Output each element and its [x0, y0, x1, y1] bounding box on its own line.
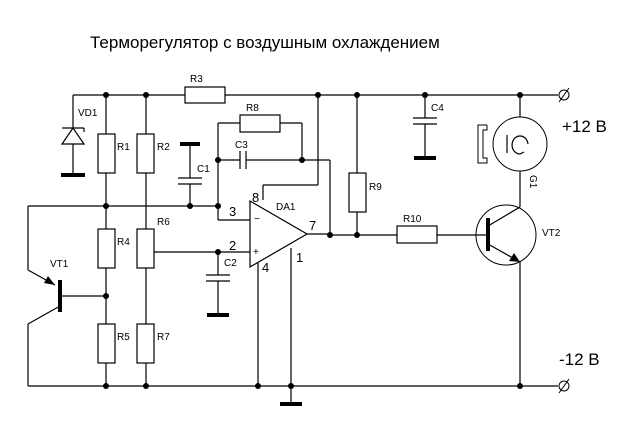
- negative-terminal-icon: [558, 378, 570, 394]
- positive-supply-label: +12 В: [562, 117, 607, 136]
- resistor-r9: [348, 172, 367, 213]
- label-r3: R3: [190, 74, 203, 85]
- pin-3: 3: [229, 204, 236, 219]
- resistor-r10: [396, 225, 438, 244]
- pin-8: 8: [252, 190, 259, 205]
- transistor-vt1: [27, 269, 106, 386]
- label-vt2: VT2: [542, 228, 561, 239]
- label-r9: R9: [369, 182, 382, 193]
- label-c4: C4: [431, 103, 444, 114]
- label-r4: R4: [117, 237, 130, 248]
- resistor-r1: [97, 133, 116, 174]
- label-r6: R6: [157, 217, 170, 228]
- resistor-column-2: [136, 95, 218, 386]
- label-r10: R10: [403, 214, 422, 225]
- label-r1: R1: [117, 142, 130, 153]
- label-r2: R2: [157, 142, 170, 153]
- diode-vd1: [60, 95, 86, 177]
- positive-terminal-icon: [558, 87, 570, 103]
- transistor-vt2: [475, 195, 537, 386]
- label-r8: R8: [246, 103, 259, 114]
- pin-2: 2: [229, 238, 236, 253]
- resistor-r4: [97, 228, 116, 269]
- plus-sign: +: [253, 247, 259, 258]
- pin-1: 1: [296, 250, 303, 265]
- label-vt1: VT1: [50, 259, 69, 270]
- junction-dots: [103, 92, 523, 389]
- resistor-r9-branch: [348, 95, 367, 235]
- label-c3: C3: [235, 140, 248, 151]
- capacitor-c1: [178, 142, 202, 206]
- resistor-r3: [184, 86, 226, 104]
- opamp-da1: [249, 199, 330, 386]
- resistor-r2: [136, 133, 155, 174]
- label-r5: R5: [117, 332, 130, 343]
- pin-4: 4: [262, 260, 269, 275]
- resistor-r8: [239, 114, 281, 133]
- label-r7: R7: [157, 332, 170, 343]
- label-c2: C2: [224, 258, 237, 269]
- capacitor-c2: [206, 251, 250, 317]
- minus-sign: −: [254, 214, 260, 225]
- resistor-column-1: [97, 95, 116, 386]
- label-vd1: VD1: [78, 108, 98, 119]
- fan-motor-icon: [477, 95, 548, 195]
- label-c1: C1: [197, 164, 210, 175]
- capacitor-c4: [413, 95, 437, 160]
- negative-supply-label: -12 В: [559, 350, 600, 369]
- diagram-title: Терморегулятор с воздушным охлаждением: [90, 33, 440, 52]
- label-da1: DA1: [276, 202, 296, 213]
- potentiometer-r6: [136, 228, 155, 269]
- resistor-r7: [136, 323, 155, 364]
- label-g1: G1: [527, 175, 538, 189]
- resistor-r5: [97, 323, 116, 364]
- pin-7: 7: [309, 218, 316, 233]
